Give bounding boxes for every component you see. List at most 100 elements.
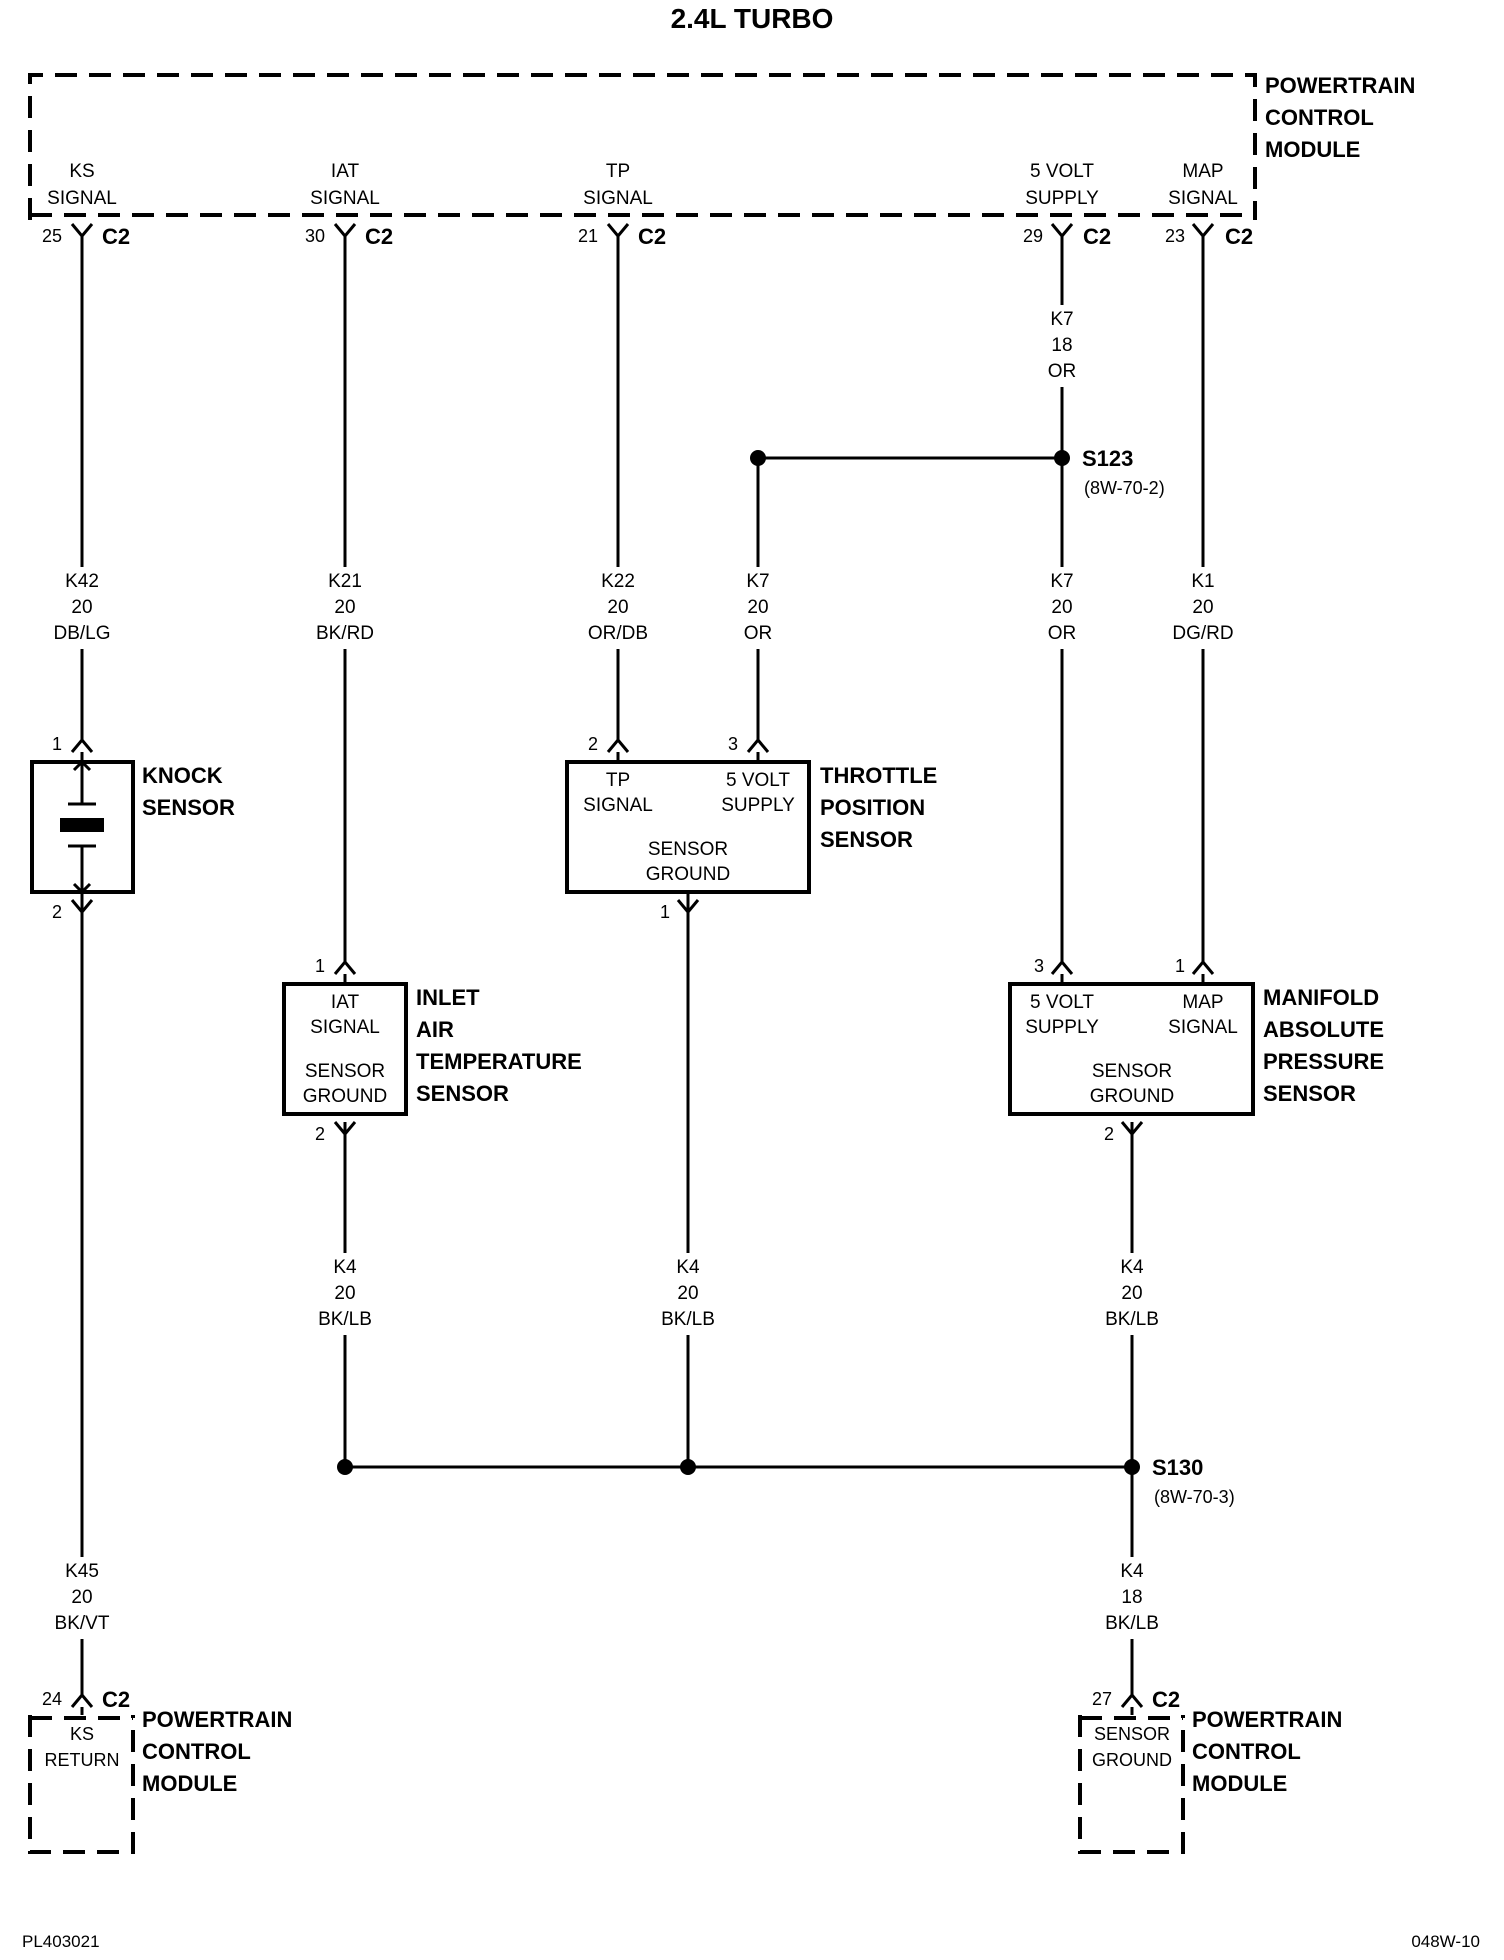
wire-ks-signal-gauge: 20: [71, 597, 92, 618]
iat-sensor: 1 IAT SIGNAL SENSOR GROUND 2 INLET AIR T…: [282, 956, 582, 1144]
pcm-top-title-3: MODULE: [1265, 137, 1360, 162]
wire-iat-signal-gauge: 20: [334, 597, 355, 618]
pcm-bl-name-1: KS: [70, 1724, 94, 1744]
tps-pin1-terminal: [676, 899, 700, 915]
map-sensor: 3 1 5 VOLT SUPPLY MAP SIGNAL SENSOR GROU…: [1008, 956, 1384, 1144]
pcm-pin-ks-conn: C2: [102, 224, 130, 249]
iat-title-3: TEMPERATURE: [416, 1049, 582, 1074]
splice-s130-ref: (8W-70-3): [1154, 1487, 1235, 1507]
pcm-pin-5v-number: 29: [1023, 226, 1043, 246]
map-pin2-terminal: [1120, 1121, 1144, 1137]
pcm-pin-ks-number: 25: [42, 226, 62, 246]
pcm-pin-iat-conn: C2: [365, 224, 393, 249]
pcm-pin-tp-conn: C2: [638, 224, 666, 249]
splice-s130-dot-mid: [680, 1459, 696, 1475]
wire-map-supply-gauge: 20: [1051, 597, 1072, 618]
wire-tps-ground-gauge: 20: [677, 1283, 698, 1304]
map-box: [1008, 982, 1255, 1116]
pcm-pin-ks-name-1: KS: [69, 161, 94, 182]
knock-sensor: 1 2 KNOCK SENSOR: [30, 734, 235, 922]
tps-box: [565, 760, 811, 894]
wire-map-ground-code: K4: [1120, 1257, 1144, 1278]
pcm-pin-5v-name-2: SUPPLY: [1025, 188, 1099, 209]
wire-map-supply-code: K7: [1050, 571, 1073, 592]
pcm-pin-ks-name-2: SIGNAL: [47, 188, 117, 209]
throttle-position-sensor: 2 3 TP SIGNAL 5 VOLT SUPPLY SENSOR GROUN…: [565, 734, 937, 922]
iat-title-4: SENSOR: [416, 1081, 509, 1106]
wire-supply-main-color: OR: [1048, 361, 1077, 382]
pcm-bl-pin-terminal: [70, 1692, 94, 1708]
pcm-pin-5v-conn: C2: [1083, 224, 1111, 249]
iat-title-2: AIR: [416, 1017, 454, 1042]
pcm-pin-tp-name-1: TP: [606, 161, 630, 182]
knock-sensor-title-2: SENSOR: [142, 795, 235, 820]
pcm-bl-pin: 24: [42, 1689, 62, 1709]
map-title-4: SENSOR: [1263, 1081, 1356, 1106]
wire-iat-ground-code: K4: [333, 1257, 357, 1278]
splice-s123-dot-left: [750, 450, 766, 466]
wire-tp-signal-code: K22: [601, 571, 635, 592]
splice-s123: S123 (8W-70-2): [750, 446, 1165, 498]
pcm-bl-title-3: MODULE: [142, 1771, 237, 1796]
wire-codes: K42 20 DB/LG K21 20 BK/RD K22 20 OR/DB K…: [53, 309, 1233, 1634]
tps-pin2: 2: [588, 734, 598, 754]
map-supply-2: SUPPLY: [1025, 1017, 1099, 1038]
wire-ks-return-gauge: 20: [71, 1587, 92, 1608]
pcm-pin-iat-name-2: SIGNAL: [310, 188, 380, 209]
map-ground-2: GROUND: [1090, 1086, 1174, 1107]
wire-map-signal-color: DG/RD: [1172, 623, 1233, 644]
pcm-top-title-2: CONTROL: [1265, 105, 1374, 130]
wire-tp-signal-gauge: 20: [607, 597, 628, 618]
pcm-pin-iat-terminal: [333, 223, 357, 239]
pcm-bl-conn: C2: [102, 1687, 130, 1712]
wire-ks-signal-color: DB/LG: [53, 623, 110, 644]
pcm-pin-iat-number: 30: [305, 226, 325, 246]
map-title-3: PRESSURE: [1263, 1049, 1384, 1074]
pcm-bl-name-2: RETURN: [45, 1750, 120, 1770]
wire-iat-ground-gauge: 20: [334, 1283, 355, 1304]
splice-s123-name: S123: [1082, 446, 1133, 471]
pcm-br-pin-terminal: [1120, 1692, 1144, 1708]
pcm-pin-iat-name-1: IAT: [331, 161, 360, 182]
wire-tp-supply-color: OR: [744, 623, 773, 644]
knock-sensor-pin2: 2: [52, 902, 62, 922]
tps-supply-1: 5 VOLT: [726, 770, 790, 791]
pcm-pin-5v-name-1: 5 VOLT: [1030, 161, 1094, 182]
pcm-pin-tp-terminal: [606, 223, 630, 239]
pcm-br-pin: 27: [1092, 1689, 1112, 1709]
pcm-br-title-1: POWERTRAIN: [1192, 1707, 1342, 1732]
iat-pin1: 1: [315, 956, 325, 976]
wire-tp-supply-code: K7: [746, 571, 769, 592]
splice-s123-ref: (8W-70-2): [1084, 478, 1165, 498]
wire-ground-main-code: K4: [1120, 1561, 1144, 1582]
pcm-pin-5v-terminal: [1050, 223, 1074, 239]
knock-sensor-pin1-terminal: [70, 737, 94, 753]
wire-ks-signal-code: K42: [65, 571, 99, 592]
pcm-top-title-1: POWERTRAIN: [1265, 73, 1415, 98]
tps-signal-2: SIGNAL: [583, 795, 653, 816]
tps-pin2-terminal: [606, 737, 630, 753]
tps-pin3-terminal: [746, 737, 770, 753]
wire-iat-signal-code: K21: [328, 571, 362, 592]
iat-box: [282, 982, 408, 1116]
iat-ground-2: GROUND: [303, 1086, 387, 1107]
pcm-pin-map-conn: C2: [1225, 224, 1253, 249]
pcm-top: POWERTRAIN CONTROL MODULE KS SIGNAL IAT …: [28, 73, 1415, 249]
map-signal-1: MAP: [1182, 992, 1223, 1013]
map-ground-1: SENSOR: [1092, 1061, 1172, 1082]
tps-supply-2: SUPPLY: [721, 795, 795, 816]
wire-supply-main-code: K7: [1050, 309, 1073, 330]
splice-s130: S130 (8W-70-3): [337, 1455, 1235, 1507]
map-title-2: ABSOLUTE: [1263, 1017, 1384, 1042]
wire-tp-signal-color: OR/DB: [588, 623, 648, 644]
footer-left-code: PL403021: [22, 1932, 100, 1951]
map-title-1: MANIFOLD: [1263, 985, 1379, 1010]
knock-sensor-pin2-terminal: [70, 899, 94, 915]
iat-signal-1: IAT: [331, 992, 360, 1013]
splice-s130-name: S130: [1152, 1455, 1203, 1480]
wire-ks-return-color: BK/VT: [55, 1613, 110, 1634]
pcm-pin-tp-number: 21: [578, 226, 598, 246]
wire-tps-ground-color: BK/LB: [661, 1309, 715, 1330]
knock-sensor-pin1: 1: [52, 734, 62, 754]
